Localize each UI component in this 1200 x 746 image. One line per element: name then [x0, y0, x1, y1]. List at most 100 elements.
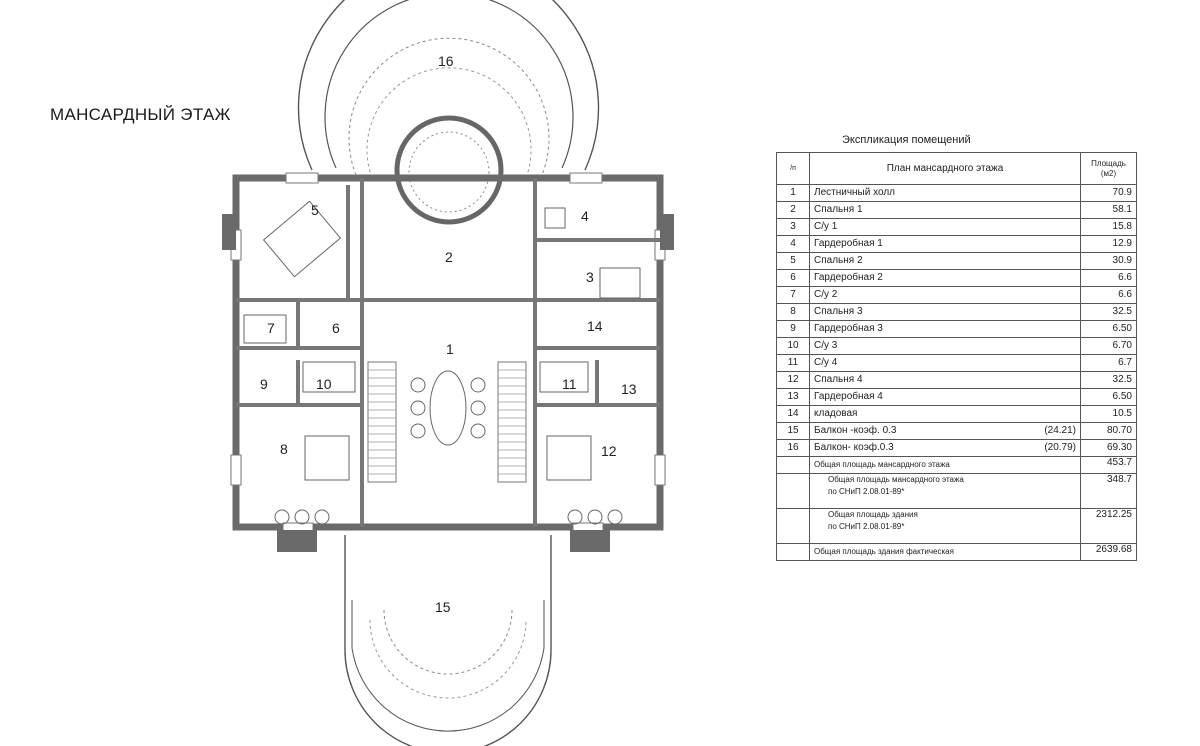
table-row: 16 Балкон- коэф.0.3 (20.79) 69.30	[776, 439, 1137, 457]
row-name-text: Гардеробная 1	[814, 238, 883, 249]
row-num: 4	[776, 235, 810, 253]
row-name-text: С/у 2	[814, 289, 838, 300]
table-header: /п План мансардного этажа Площадь(м2)	[776, 152, 1137, 185]
row-coef: (20.79)	[1044, 442, 1076, 453]
room-label-3: 3	[586, 269, 594, 285]
row-name: Гардеробная 1	[809, 235, 1081, 253]
header-area: Площадь(м2)	[1080, 152, 1137, 185]
total-building-snip-value: 2312.25	[1080, 508, 1137, 544]
row-name: С/у 4	[809, 354, 1081, 372]
row-num: 1	[776, 184, 810, 202]
row-area: 80.70	[1080, 422, 1137, 440]
row-num: 16	[776, 439, 810, 457]
table-row: 10 С/у 3 6.70	[776, 337, 1137, 355]
room-label-6: 6	[332, 320, 340, 336]
row-name-text: Спальня 1	[814, 204, 863, 215]
row-area: 6.7	[1080, 354, 1137, 372]
row-name: С/у 2	[809, 286, 1081, 304]
row-area: 6.70	[1080, 337, 1137, 355]
row-num: 3	[776, 218, 810, 236]
table-row: 1 Лестничный холл 70.9	[776, 184, 1137, 202]
row-area: 70.9	[1080, 184, 1137, 202]
row-num: 9	[776, 320, 810, 338]
row-num: 11	[776, 354, 810, 372]
row-name-text: Балкон -коэф. 0.3	[814, 425, 897, 436]
row-name-text: С/у 3	[814, 340, 838, 351]
room-label-8: 8	[280, 441, 288, 457]
total-building-actual-row: Общая площадь здания фактическая 2639.68	[776, 543, 1137, 561]
row-name-text: С/у 4	[814, 357, 838, 368]
row-area: 12.9	[1080, 235, 1137, 253]
row-name: Лестничный холл	[809, 184, 1081, 202]
room-label-7: 7	[267, 320, 275, 336]
row-name: кладовая	[809, 405, 1081, 423]
row-name-text: Балкон- коэф.0.3	[814, 442, 894, 453]
row-name-text: Спальня 4	[814, 374, 863, 385]
room-label-1: 1	[446, 341, 454, 357]
row-name: Гардеробная 2	[809, 269, 1081, 287]
room-label-10: 10	[316, 376, 332, 392]
row-area: 32.5	[1080, 303, 1137, 321]
total-attic-label: Общая площадь мансардного этажа	[809, 456, 1081, 474]
floor-plan: 1 2 3 4 5 6 7 8 9 10 11 12 13 14 15 16	[222, 0, 674, 746]
row-num: 6	[776, 269, 810, 287]
row-area: 58.1	[1080, 201, 1137, 219]
room-label-2: 2	[445, 249, 453, 265]
row-area: 32.5	[1080, 371, 1137, 389]
header-area-line2: (м2)	[1100, 168, 1117, 178]
row-name-text: Лестничный холл	[814, 187, 895, 198]
total-attic-row: Общая площадь мансардного этажа 453.7	[776, 456, 1137, 474]
room-label-14: 14	[587, 318, 603, 334]
plan-title: МАНСАРДНЫЙ ЭТАЖ	[50, 105, 231, 124]
room-label-13: 13	[621, 381, 637, 397]
row-area: 10.5	[1080, 405, 1137, 423]
table-row: 14 кладовая 10.5	[776, 405, 1137, 423]
row-name: Спальня 2	[809, 252, 1081, 270]
row-name: С/у 1	[809, 218, 1081, 236]
row-num: 15	[776, 422, 810, 440]
row-name-text: кладовая	[814, 408, 858, 419]
room-number-labels: 1 2 3 4 5 6 7 8 9 10 11 12 13 14 15 16	[260, 53, 637, 615]
row-num: 5	[776, 252, 810, 270]
row-name: Балкон -коэф. 0.3(24.21)	[809, 422, 1081, 440]
total-attic-snip-value: 348.7	[1080, 473, 1137, 509]
room-label-5: 5	[311, 202, 319, 218]
row-num: 2	[776, 201, 810, 219]
table-row: 11 С/у 4 6.7	[776, 354, 1137, 372]
row-area: 69.30	[1080, 439, 1137, 457]
row-num: 10	[776, 337, 810, 355]
row-area: 6.50	[1080, 388, 1137, 406]
row-name: Спальня 4	[809, 371, 1081, 389]
row-name-text: Спальня 3	[814, 306, 863, 317]
row-name-text: С/у 1	[814, 221, 838, 232]
room-label-15: 15	[435, 599, 451, 615]
row-area: 6.6	[1080, 269, 1137, 287]
row-name-text: Гардеробная 2	[814, 272, 883, 283]
total-building-snip-line1: Общая площадь здания	[828, 510, 918, 519]
row-name: Спальня 1	[809, 201, 1081, 219]
total-building-snip-line2: по СНиП 2.08.01-89*	[828, 522, 905, 531]
table-row: 4 Гардеробная 1 12.9	[776, 235, 1137, 253]
table-row: 2 Спальня 1 58.1	[776, 201, 1137, 219]
row-name-text: Гардеробная 4	[814, 391, 883, 402]
total-building-snip-label: Общая площадь здания по СНиП 2.08.01-89*	[809, 508, 1081, 544]
total-building-actual-label: Общая площадь здания фактическая	[809, 543, 1081, 561]
total-attic-snip-line2: по СНиП 2.08.01-89*	[828, 487, 905, 496]
row-name: Гардеробная 4	[809, 388, 1081, 406]
row-area: 6.50	[1080, 320, 1137, 338]
row-num: 14	[776, 405, 810, 423]
row-name: Спальня 3	[809, 303, 1081, 321]
room-label-12: 12	[601, 443, 617, 459]
total-attic-value: 453.7	[1080, 456, 1137, 474]
header-area-line1: Площадь	[1091, 158, 1126, 168]
header-name: План мансардного этажа	[809, 152, 1081, 185]
room-label-11: 11	[562, 376, 577, 392]
